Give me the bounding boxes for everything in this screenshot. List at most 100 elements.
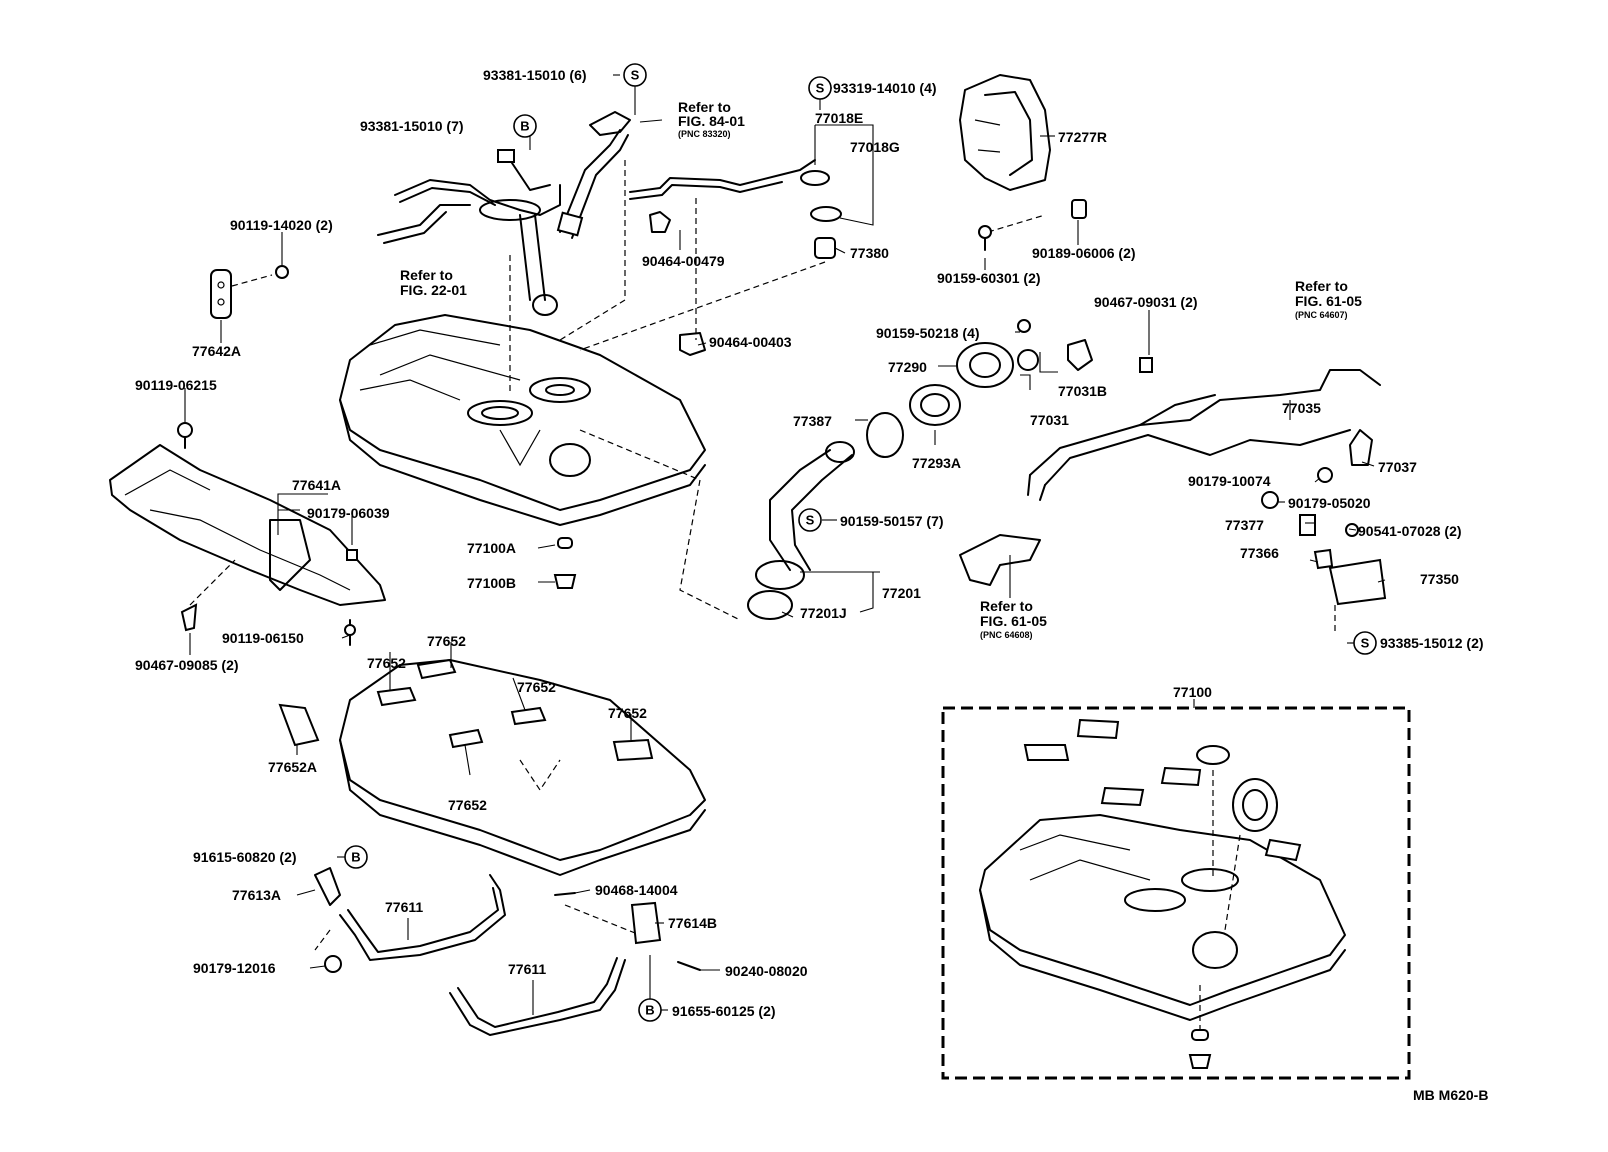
label-refer-61b-line3: (PNC 64608) xyxy=(980,630,1033,640)
svg-text:S: S xyxy=(806,513,815,528)
screw-90159-50218 xyxy=(1017,319,1031,333)
bumper-90541-07028 xyxy=(1345,523,1359,537)
bolt-90159-60301 xyxy=(978,225,992,251)
label-refer-84-line1: Refer to xyxy=(678,99,731,115)
label-77277R: 77277R xyxy=(1058,129,1107,145)
label-refer-84-line2: FIG. 84-01 xyxy=(678,113,745,129)
hinge-77366 xyxy=(1313,548,1334,570)
filler-pipe-77201 xyxy=(747,441,855,620)
bolt-90240-08020 xyxy=(677,961,701,971)
label-77611: 77611 xyxy=(385,899,423,915)
label-90240-08020: 90240-08020 xyxy=(725,963,808,979)
label-90179-10074: 90179-10074 xyxy=(1188,473,1271,489)
label-90179-12016: 90179-12016 xyxy=(193,960,276,976)
label-77290: 77290 xyxy=(888,359,927,375)
label-77018G: 77018G xyxy=(850,139,900,155)
fuel-tank-lower xyxy=(339,658,706,876)
bracket-77642A xyxy=(210,269,232,319)
label-77035: 77035 xyxy=(1282,400,1321,416)
label-77652: 77652 xyxy=(517,679,556,695)
nut-90179-12016 xyxy=(324,955,342,973)
bracket-77614B xyxy=(630,901,662,945)
s-symbol: S xyxy=(798,508,822,532)
label-77642A: 77642A xyxy=(192,343,241,359)
fuel-lid-77350 xyxy=(1328,558,1387,606)
tank-strap-77611-lower xyxy=(449,957,626,1036)
leader-lines xyxy=(184,74,1386,1015)
b-symbol: B xyxy=(638,998,662,1022)
label-77366: 77366 xyxy=(1240,545,1279,561)
label-refer-61a-line2: FIG. 61-05 xyxy=(1295,293,1362,309)
filler-plate-77290 xyxy=(956,342,1014,388)
clip-90189-06006 xyxy=(1071,199,1087,219)
label-77652: 77652 xyxy=(608,705,647,721)
label-90464-00479: 90464-00479 xyxy=(642,253,725,269)
label-93385-15012-2: 93385-15012 (2) xyxy=(1380,635,1484,651)
label-77611: 77611 xyxy=(508,961,546,977)
label-93381-15010-6: 93381-15010 (6) xyxy=(483,67,587,83)
label-90119-14020-2: 90119-14020 (2) xyxy=(230,217,333,233)
label-77293A: 77293A xyxy=(912,455,961,471)
label-77031: 77031 xyxy=(1030,412,1069,428)
fuel-tank-upper xyxy=(339,314,706,526)
svg-text:S: S xyxy=(631,68,640,83)
label-refer-84-line3: (PNC 83320) xyxy=(678,129,731,139)
label-77613A: 77613A xyxy=(232,887,281,903)
breather-tube xyxy=(629,159,842,356)
svg-text:S: S xyxy=(1361,636,1370,651)
label-90159-50157-7: 90159-50157 (7) xyxy=(840,513,944,529)
label-93319-14010-4: 93319-14010 (4) xyxy=(833,80,937,96)
label-77652A: 77652A xyxy=(268,759,317,775)
svg-text:B: B xyxy=(351,850,360,865)
bolt-90468-14004 xyxy=(554,892,576,896)
part-labels: 93381-15010 (6) 93381-15010 (7) Refer to… xyxy=(135,67,1488,1103)
cap-77031B xyxy=(1067,339,1093,371)
label-90119-06150: 90119-06150 xyxy=(222,630,304,646)
label-77380: 77380 xyxy=(850,245,889,261)
label-77100B: 77100B xyxy=(467,575,516,591)
fuel-tank-set-77100 xyxy=(941,706,1411,1080)
label-90467-09085-2: 90467-09085 (2) xyxy=(135,657,239,673)
bolt-90119-14020 xyxy=(275,265,289,279)
lever-77037 xyxy=(1349,429,1373,466)
tank-strap-77611-upper xyxy=(339,874,506,961)
label-90468-14004: 90468-14004 xyxy=(595,882,678,898)
plug-77100B xyxy=(553,574,577,589)
label-90467-09031-2: 90467-09031 (2) xyxy=(1094,294,1198,310)
svg-text:B: B xyxy=(645,1003,654,1018)
label-90464-00403: 90464-00403 xyxy=(709,334,792,350)
label-90179-06039: 90179-06039 xyxy=(307,505,390,521)
clip-90467-09085 xyxy=(180,603,198,632)
label-90179-05020: 90179-05020 xyxy=(1288,495,1371,511)
label-91615-60820-2: 91615-60820 (2) xyxy=(193,849,297,865)
label-77018E: 77018E xyxy=(815,110,863,126)
label-77201: 77201 xyxy=(882,585,921,601)
filler-ring-77387 xyxy=(866,412,904,458)
fuel-lid-cables xyxy=(1027,357,1381,501)
label-77652: 77652 xyxy=(427,633,466,649)
label-90541-07028-2: 90541-07028 (2) xyxy=(1358,523,1462,539)
b-symbol: B xyxy=(513,114,537,138)
clamp-90467-09031 xyxy=(1139,357,1153,373)
label-77387: 77387 xyxy=(793,413,832,429)
heat-insulator-77277R xyxy=(959,74,1051,191)
filler-seal-77293A xyxy=(909,384,961,426)
label-77641A: 77641A xyxy=(292,477,341,493)
label-refer-22-line2: FIG. 22-01 xyxy=(400,282,467,298)
label-77031B: 77031B xyxy=(1058,383,1107,399)
label-77201J: 77201J xyxy=(800,605,847,621)
gasket-77100A xyxy=(557,537,573,549)
label-77037: 77037 xyxy=(1378,459,1417,475)
label-77100A: 77100A xyxy=(467,540,516,556)
label-90189-06006-2: 90189-06006 (2) xyxy=(1032,245,1136,261)
fuel-pump-assembly xyxy=(377,111,631,316)
label-refer-61a-line1: Refer to xyxy=(1295,278,1348,294)
nut-90179-06039 xyxy=(346,549,358,561)
label-refer-61b-line1: Refer to xyxy=(980,598,1033,614)
lock-77377 xyxy=(1299,514,1316,536)
cable-bracket xyxy=(959,534,1041,586)
s-symbol: S xyxy=(1353,631,1377,655)
label-77100: 77100 xyxy=(1173,684,1212,700)
nut-90179-05020 xyxy=(1261,491,1279,509)
